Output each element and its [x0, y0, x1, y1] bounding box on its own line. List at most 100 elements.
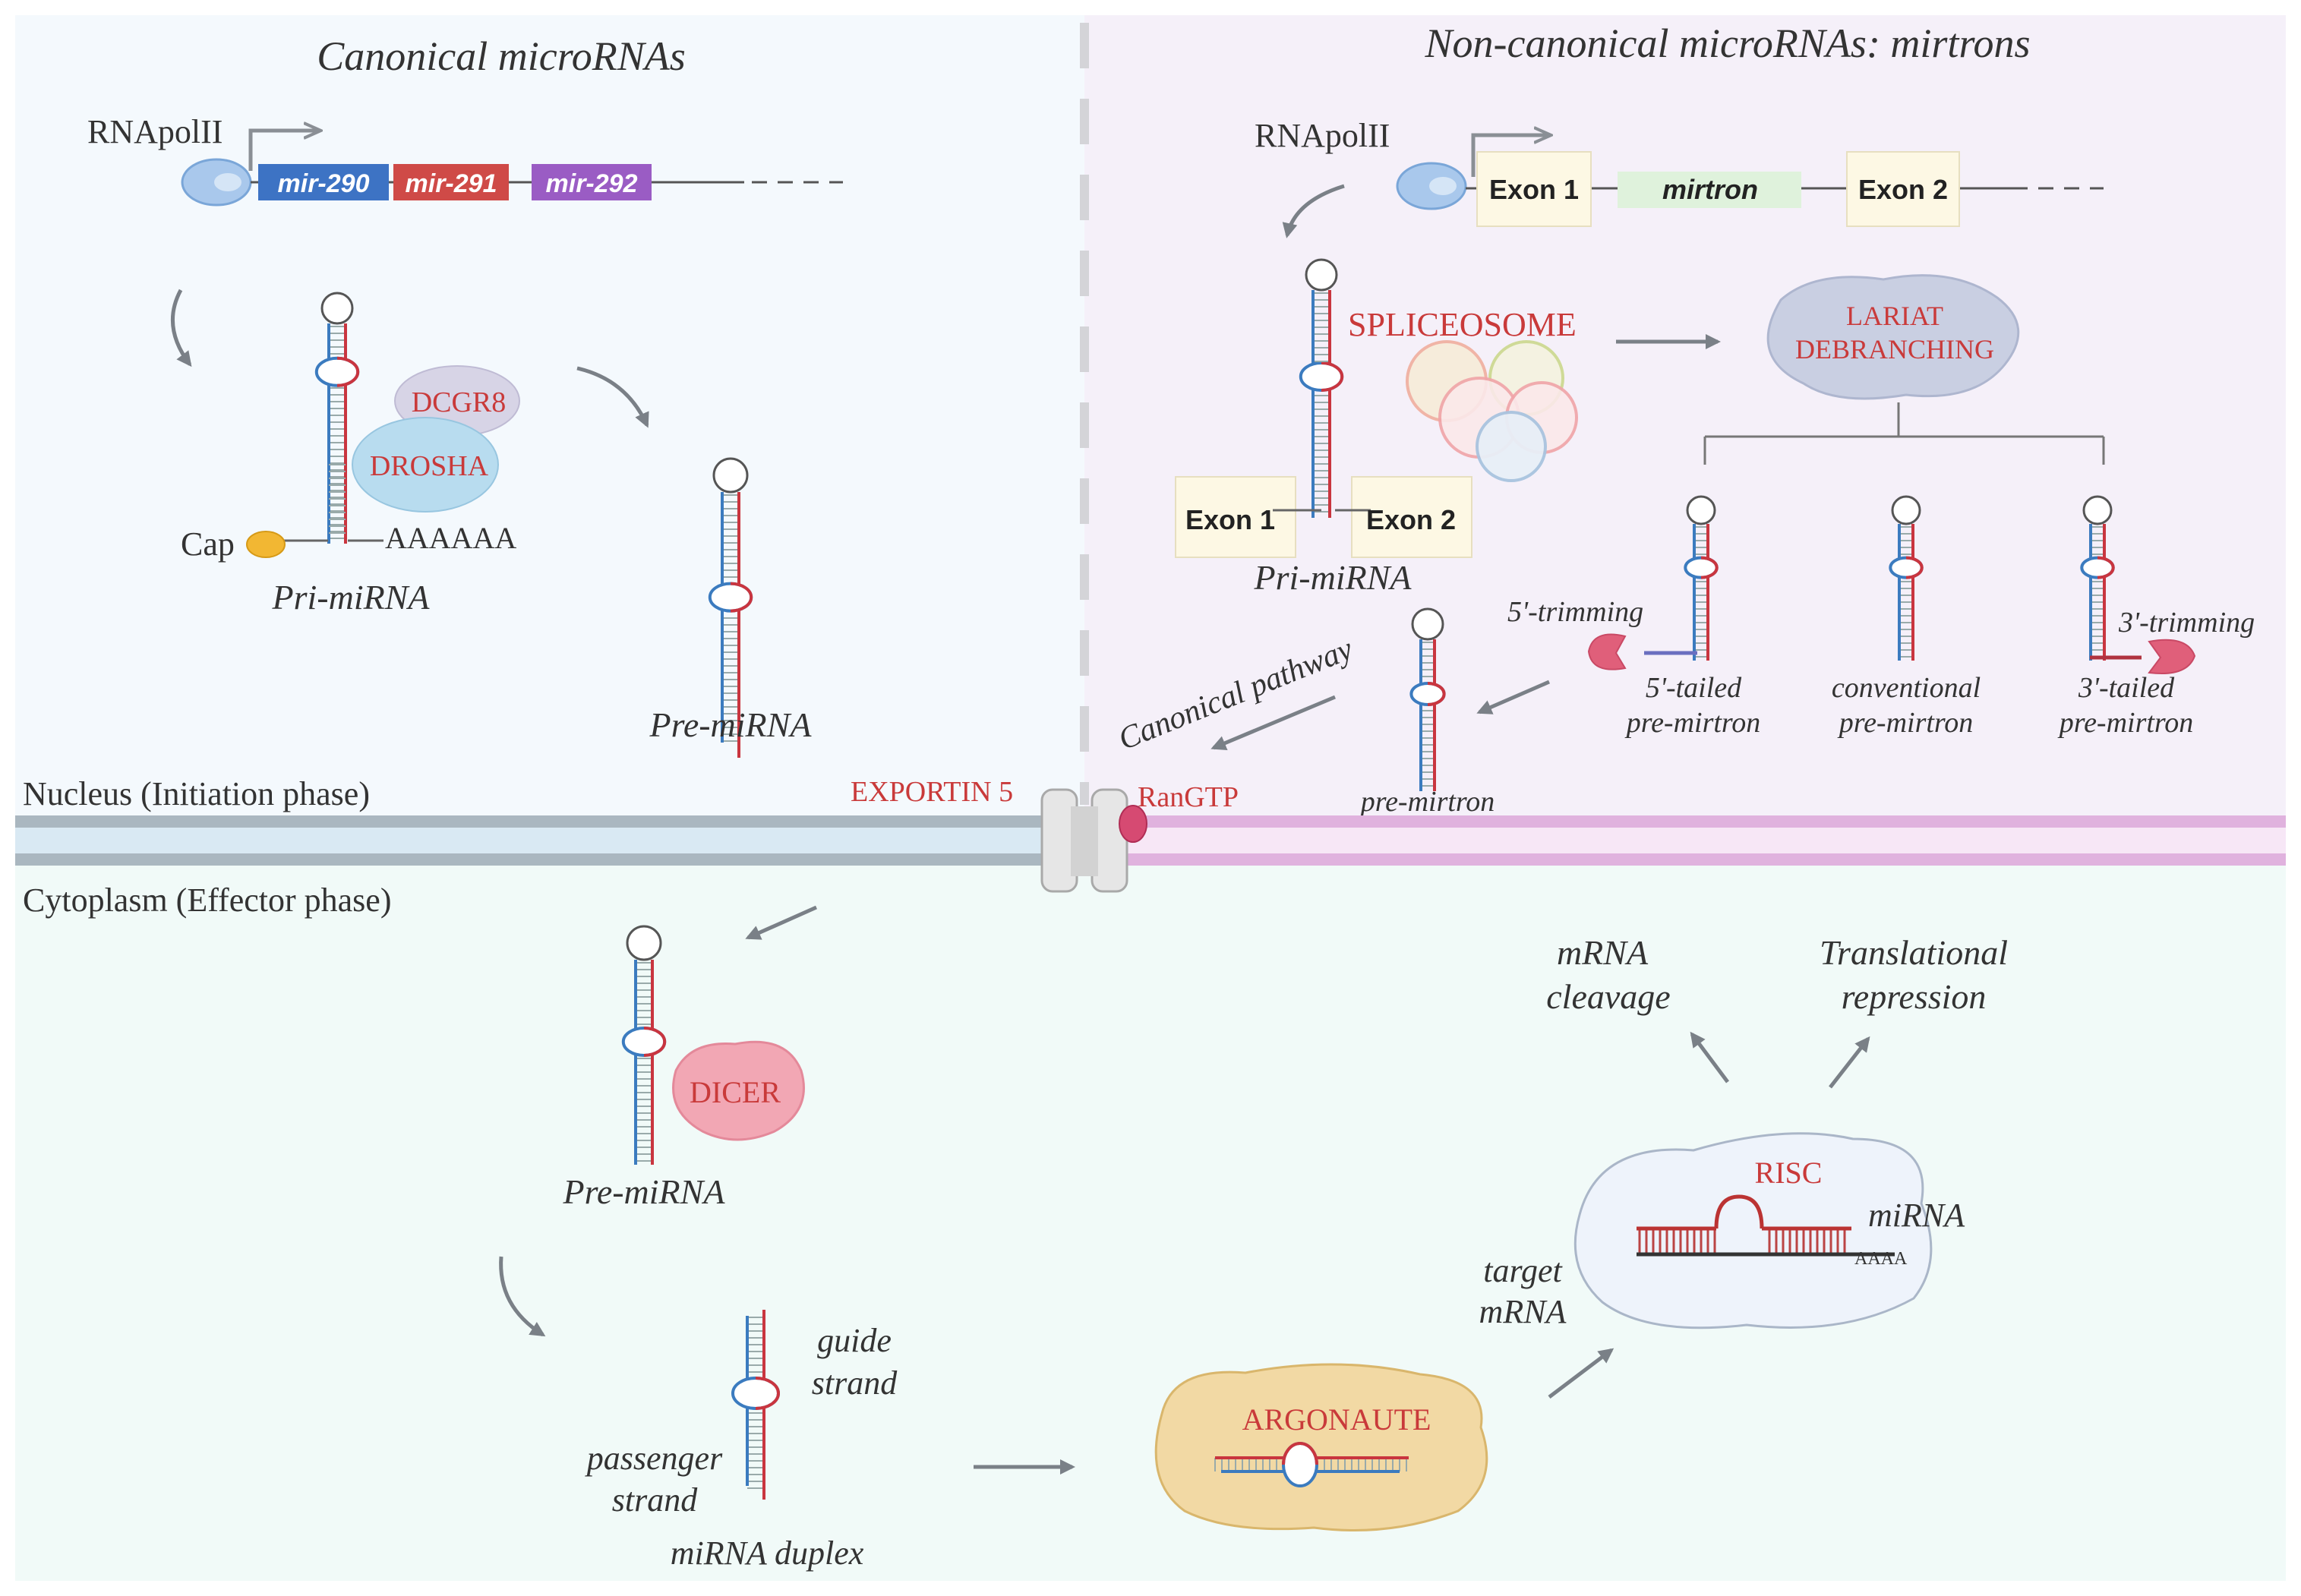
- nucleus-label: Nucleus (Initiation phase): [23, 775, 370, 812]
- gene-label-mir-290: mir-290: [278, 169, 370, 198]
- nuclear-envelope-right-inner: [1124, 828, 2286, 853]
- cleavage-line1: mRNA: [1557, 933, 1649, 972]
- pri-exon1-box: [1175, 476, 1296, 558]
- tailed3-label-line2: pre-mirtron: [2057, 707, 2194, 739]
- cyto-pre-mirna-label: Pre-miRNA: [563, 1172, 726, 1211]
- gene-label-mir-292: mir-292: [546, 169, 638, 198]
- drosha-label: DROSHA: [370, 450, 489, 482]
- risc-duplex: [1637, 1194, 1895, 1257]
- passenger-strand-line2: strand: [612, 1481, 698, 1519]
- duplex-label: miRNA duplex: [671, 1534, 864, 1572]
- transcription-start-arrow: [248, 131, 319, 171]
- argonaute-protein: [1154, 1363, 1488, 1532]
- exportin5-label: EXPORTIN 5: [851, 776, 1013, 808]
- target-mrna-line1: target: [1483, 1252, 1563, 1289]
- pre-mirna-hairpin: [708, 457, 753, 758]
- curved-arrow-1: [171, 289, 192, 367]
- spliceosome-complex: [1406, 340, 1578, 482]
- gene-mir-290: [258, 164, 389, 200]
- mirtron-rna-polymerase-core: [1429, 177, 1457, 195]
- risc-mirna-label: miRNA: [1868, 1197, 1965, 1234]
- pri-mirna-hairpin: [314, 292, 360, 544]
- risc-polya-label: AAAA: [1854, 1249, 1908, 1269]
- cleavage-line2: cleavage: [1546, 977, 1670, 1016]
- curved-arrow-3: [1282, 184, 1345, 238]
- rangtp-icon: [1119, 805, 1147, 843]
- mirtron-pri-hairpin: [1299, 258, 1344, 518]
- drosha-protein: [352, 417, 499, 513]
- dicer-protein: [672, 1040, 805, 1141]
- polya-label: AAAAAA: [385, 521, 516, 555]
- pri-mirna-label: Pri-miRNA: [272, 578, 431, 617]
- repression-line1: Translational: [1820, 933, 2008, 972]
- rangtp-label: RanGTP: [1138, 781, 1239, 813]
- export-arrow: [745, 905, 818, 940]
- nuclear-envelope-left-outer-2: [15, 853, 1063, 866]
- gene-label-mir-291: mir-291: [406, 169, 497, 198]
- canonical-title: Canonical microRNAs: [317, 33, 685, 79]
- exon1-label: Exon 1: [1489, 174, 1579, 205]
- pri-exon2-box: [1351, 476, 1472, 558]
- exon1-box: [1476, 151, 1592, 227]
- cyto-pre-mirna-hairpin: [621, 925, 667, 1165]
- lariat-label-line2: DEBRANCHING: [1795, 334, 1994, 364]
- cap-icon: [246, 531, 286, 558]
- nuclear-envelope-left-outer: [15, 815, 1063, 828]
- mirtron-label: mirtron: [1662, 174, 1758, 205]
- exonuclease-3-icon: [2148, 639, 2196, 674]
- tailed3-premirtron-hairpin: [2080, 495, 2115, 661]
- exon2-box: [1846, 151, 1960, 227]
- passenger-strand-line1: passenger: [585, 1440, 723, 1477]
- gene-mir-291: [393, 164, 509, 200]
- exportin5-pore: [1040, 788, 1128, 893]
- argonaute-duplex: [1214, 1442, 1409, 1487]
- mirtron-transcription-arrow: [1471, 135, 1549, 177]
- spliceosome-label: SPLICEOSOME: [1348, 306, 1577, 343]
- premirtron-label: pre-mirtron: [1359, 786, 1495, 818]
- tailed5-label-line2: pre-mirtron: [1624, 707, 1761, 739]
- rna-polymerase-core: [214, 173, 241, 191]
- cytoplasm-label: Cytoplasm (Effector phase): [23, 882, 391, 919]
- mirtron-rnapol-label: RNApolII: [1255, 117, 1390, 154]
- lariat-debranching-protein: [1766, 274, 2020, 400]
- trim5-label: 5'-trimming: [1507, 596, 1643, 628]
- mirtron-box: [1618, 172, 1801, 208]
- nuclear-envelope-right-outer: [1124, 815, 2286, 828]
- nuclear-envelope-right-outer-2: [1124, 853, 2286, 866]
- lariat-label-line1: LARIAT: [1846, 301, 1943, 331]
- argonaute-to-risc-arrow: [1548, 1348, 1614, 1399]
- risc-complex: [1573, 1132, 1933, 1329]
- lariat-branch-bracket: [1703, 402, 2105, 465]
- guide-strand-line1: guide: [817, 1322, 892, 1359]
- tailed3-label-line1: 3'-tailed: [2078, 672, 2175, 704]
- guide-strand-line2: strand: [812, 1364, 898, 1402]
- mirna-duplex: [731, 1310, 780, 1500]
- nuclear-envelope-left-inner: [15, 828, 1063, 853]
- conventional-label-line1: conventional: [1832, 672, 1981, 704]
- dicer-label: DICER: [690, 1075, 781, 1109]
- tailed5-label-line1: 5'-tailed: [1646, 672, 1742, 704]
- cap-label: Cap: [181, 525, 235, 563]
- to-premirtron-arrow: [1476, 680, 1550, 714]
- noncanonical-title: Non-canonical microRNAs: mirtrons: [1425, 21, 2031, 66]
- conventional-premirtron-hairpin: [1889, 495, 1924, 661]
- pri-exon1-label: Exon 1: [1185, 504, 1275, 535]
- argonaute-label: ARGONAUTE: [1242, 1402, 1431, 1437]
- rnapol-label: RNApolII: [87, 113, 223, 150]
- exon2-label: Exon 2: [1858, 174, 1948, 205]
- risc-to-repression-arrow: [1829, 1036, 1870, 1089]
- nucleus-canonical-panel: [15, 15, 1084, 835]
- premirtron-hairpin: [1409, 607, 1446, 791]
- canonical-pathway-arrow: [1210, 695, 1336, 751]
- mirtron-pri-label: Pri-miRNA: [1254, 558, 1412, 597]
- exonuclease-5-icon: [1587, 633, 1627, 670]
- target-mrna-line2: mRNA: [1479, 1293, 1567, 1330]
- trim3-label: 3'-trimming: [2118, 607, 2255, 639]
- risc-to-cleavage-arrow: [1690, 1031, 1730, 1083]
- curved-arrow-4: [499, 1256, 546, 1337]
- pri-exon2-label: Exon 2: [1366, 504, 1456, 535]
- dcgr8-label: DCGR8: [412, 386, 507, 418]
- tailed5-premirtron-hairpin: [1684, 495, 1719, 661]
